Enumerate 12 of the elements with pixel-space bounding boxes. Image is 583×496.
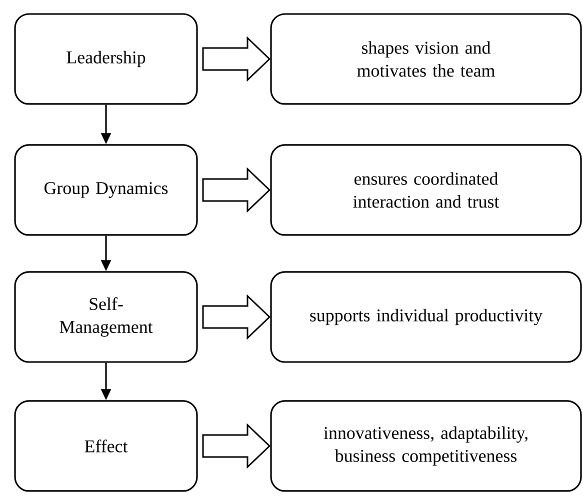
description-box: shapes vision and motivates the team [270,13,582,105]
block-arrow [202,36,271,82]
block-arrow [202,294,271,340]
block-arrow [202,423,271,469]
process-box: Leadership [14,13,198,105]
description-box: ensures coordinated interaction and trust [270,144,582,236]
process-box: Self-Management [14,271,198,363]
block-arrow [202,167,271,213]
process-box: Effect [14,400,198,492]
process-box: Group Dynamics [14,144,198,236]
description-box: supports individual productivity [270,271,582,363]
description-box: innovativeness, adaptability, business competitiveness [270,400,582,492]
